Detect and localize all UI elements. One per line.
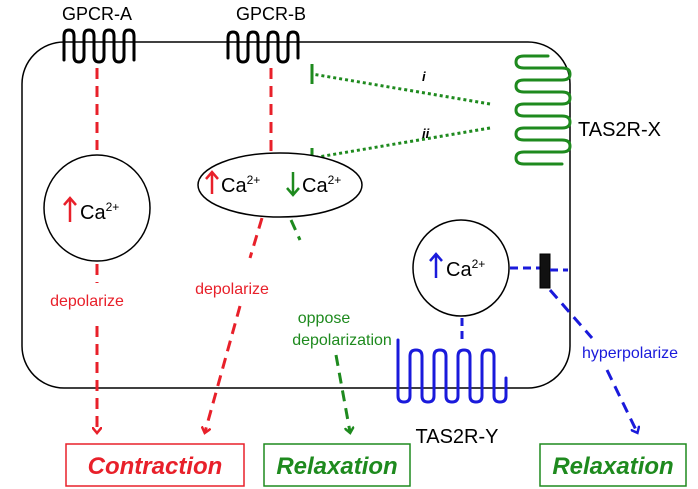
calcium-charge: 2+ — [328, 173, 342, 187]
svg-text:Ca2+: Ca2+ — [302, 173, 341, 197]
gpcr-a-receptor — [62, 28, 136, 64]
calcium-increase-y: Ca2+ — [429, 252, 485, 281]
path-b-red-arrow — [205, 305, 242, 432]
calcium-ion: Ca — [302, 175, 328, 197]
calcium-compartment-b — [197, 152, 363, 218]
inhibition-label-ii: ii — [422, 126, 430, 141]
tas2r-y-receptor — [396, 338, 508, 404]
depolarize-label-a: depolarize — [50, 293, 124, 310]
inhibition-label-i: i — [422, 69, 426, 84]
hyperpolarize-arrow — [605, 369, 637, 432]
relaxation-label-2: Relaxation — [552, 453, 673, 480]
up-arrow-head — [63, 196, 77, 206]
oppose-label-line1: oppose — [298, 310, 351, 327]
calcium-increase-a: Ca2+ — [63, 196, 119, 224]
contraction-box — [65, 443, 245, 487]
calcium-charge: 2+ — [472, 257, 486, 271]
up-arrow-head — [429, 252, 443, 262]
calcium-decrease-b: Ca2+ — [286, 172, 341, 197]
oppose-label-line2: depolarization — [292, 332, 392, 349]
svg-text:Ca2+: Ca2+ — [80, 200, 119, 224]
inhibition-line-ii — [311, 126, 491, 160]
tas2r-x-label: TAS2R-X — [578, 119, 661, 141]
contraction-label: Contraction — [88, 453, 223, 480]
hyperpolarize-arrow-top — [548, 289, 594, 339]
up-arrow-head — [205, 170, 219, 180]
ion-channel — [539, 253, 551, 289]
tas2r-x-receptor — [514, 54, 572, 166]
path-b-green-link-top — [289, 219, 302, 241]
calcium-ion: Ca — [221, 175, 247, 197]
calcium-compartment-y — [412, 219, 510, 317]
svg-text:Ca2+: Ca2+ — [446, 257, 485, 281]
gpcr-a-label: GPCR-A — [62, 4, 132, 24]
relaxation-box-1 — [263, 443, 411, 487]
relaxation-box-2 — [539, 443, 687, 487]
inhibition-line-i — [311, 72, 491, 106]
depolarize-label-b: depolarize — [195, 281, 269, 298]
calcium-ion: Ca — [446, 259, 472, 281]
calcium-increase-b: Ca2+ — [205, 170, 260, 197]
calcium-compartment-a — [43, 154, 151, 262]
down-arrow-head — [286, 187, 300, 197]
cell-membrane — [21, 41, 571, 389]
path-b-red-link-top — [248, 217, 264, 259]
gpcr-b-receptor — [226, 30, 300, 64]
calcium-charge: 2+ — [247, 173, 261, 187]
gpcr-b-label: GPCR-B — [236, 4, 306, 24]
calcium-ion: Ca — [80, 202, 106, 224]
calcium-charge: 2+ — [106, 200, 120, 214]
tas2r-y-label: TAS2R-Y — [416, 426, 499, 448]
svg-text:Ca2+: Ca2+ — [221, 173, 260, 197]
hyperpolarize-label: hyperpolarize — [582, 345, 678, 362]
path-b-green-arrow — [334, 354, 350, 432]
relaxation-label-1: Relaxation — [276, 453, 397, 480]
